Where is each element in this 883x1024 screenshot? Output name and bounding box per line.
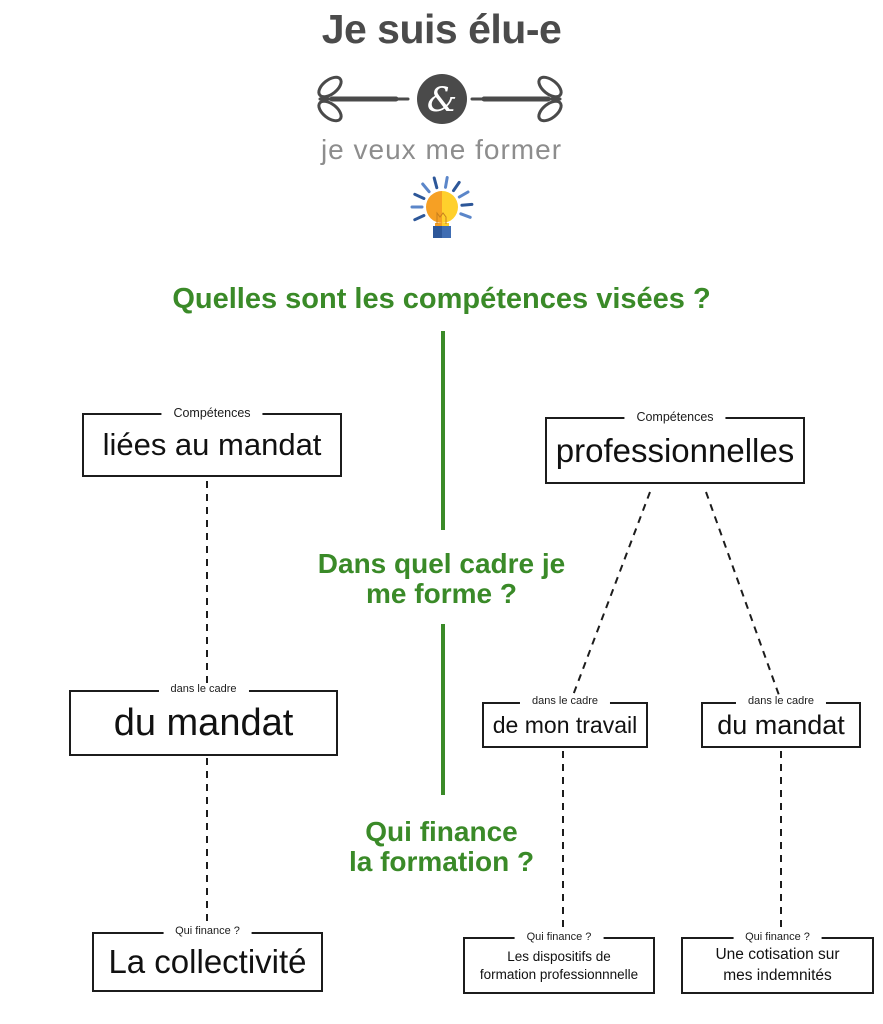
box-legend: dans le cadre <box>735 695 827 707</box>
box-cadre-de-mon-travail: dans le cadre de mon travail <box>482 695 648 748</box>
box-competences-liees-au-mandat: Compétences liées au mandat <box>82 406 342 477</box>
box-text: Les dispositifs de formation professionn… <box>480 948 638 983</box>
left-arrow-icon <box>317 75 410 123</box>
subtitle: je veux me former <box>320 134 563 165</box>
question-competences: Quelles sont les compétences visées ? <box>0 283 883 315</box>
box-text: du mandat <box>113 701 294 744</box>
box-cadre-du-mandat-gauche: dans le cadre du mandat <box>69 683 338 756</box>
question-line: Dans quel cadre je <box>317 548 566 579</box>
svg-text:&: & <box>427 80 457 120</box>
box-legend: Qui finance ? <box>514 930 604 945</box>
ampersand-circle: & <box>417 74 467 124</box>
box-finance-cotisation: Qui finance ? Une cotisation sur mes ind… <box>681 930 874 994</box>
box-text-line: mes indemnités <box>723 966 832 984</box>
box-legend: Compétences <box>161 406 263 420</box>
question-line: Qui finance <box>365 816 518 847</box>
question-line: la formation ? <box>348 846 535 878</box>
box-text-line: Les dispositifs de <box>507 948 611 964</box>
box-text: Une cotisation sur mes indemnités <box>715 945 839 985</box>
box-cadre-du-mandat-droite: dans le cadre du mandat <box>701 695 861 748</box>
question-finance: Qui finance la formation ? <box>0 816 883 878</box>
question-cadre: Dans quel cadre je me forme ? <box>0 548 883 610</box>
box-legend: Compétences <box>624 410 726 424</box>
box-legend: Qui finance ? <box>163 925 252 937</box>
lightbulb-icon <box>410 176 474 238</box>
box-text-line: Une cotisation sur <box>715 946 840 964</box>
question-line: Quelles sont les compétences visées ? <box>172 283 711 315</box>
right-arrow-icon <box>470 75 563 123</box>
box-legend: dans le cadre <box>519 695 611 707</box>
box-legend: dans le cadre <box>158 683 249 695</box>
box-text-line: formation professionnnelle <box>479 966 639 982</box>
dashed-connectors <box>206 481 782 933</box>
ampersand-divider: & <box>317 74 563 124</box>
box-finance-la-collectivite: Qui finance ? La collectivité <box>92 925 323 992</box>
box-text: La collectivité <box>108 943 307 980</box>
page-title: Je suis élu-e <box>321 6 562 52</box>
box-text: de mon travail <box>492 711 638 738</box>
box-competences-professionnelles: Compétences professionnelles <box>545 410 805 484</box>
box-legend: Qui finance ? <box>733 930 822 945</box>
box-text: professionnelles <box>555 431 795 469</box>
box-finance-dispositifs: Qui finance ? Les dispositifs de formati… <box>463 930 655 994</box>
question-line: me forme ? <box>366 578 517 610</box>
box-text: liées au mandat <box>102 427 322 462</box>
box-text: du mandat <box>717 709 845 740</box>
